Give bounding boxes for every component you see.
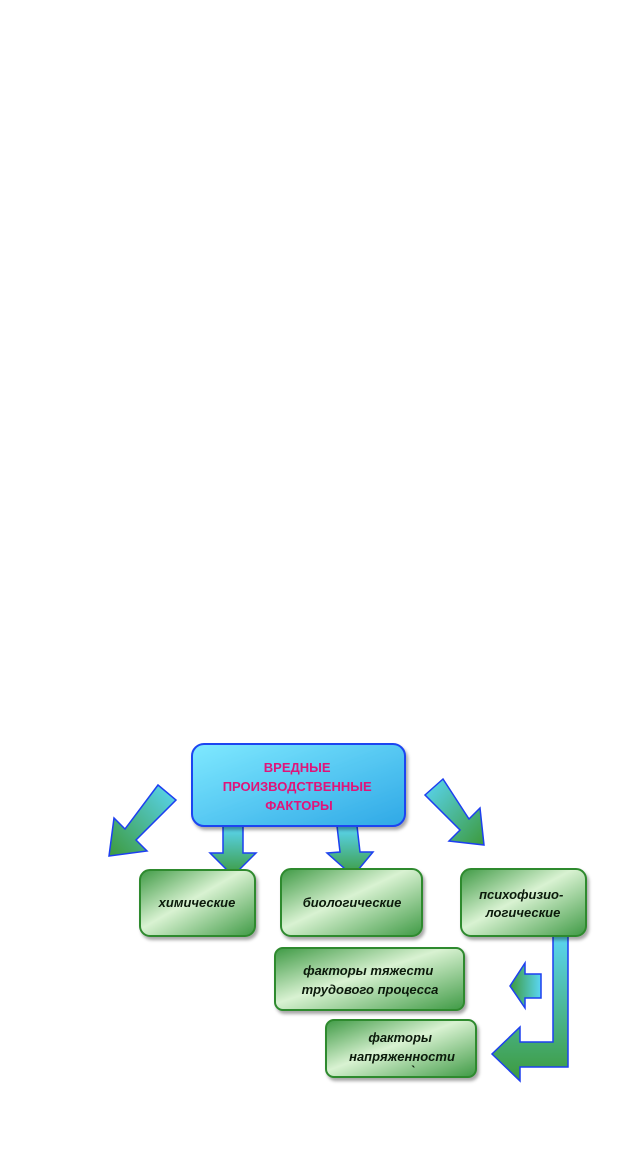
box-severity-label: факторы тяжести трудового процесса xyxy=(302,963,439,997)
arrow-down-left xyxy=(108,783,178,857)
box-chemical-line: химические xyxy=(158,895,236,910)
box-chemical-label: химические xyxy=(158,895,236,910)
box-chemical xyxy=(139,869,256,937)
arrow-left-small xyxy=(509,960,542,1011)
box-severity-line: трудового процесса xyxy=(302,982,439,997)
box-biological-line: биологические xyxy=(303,895,402,910)
top-box-line: ФАКТОРЫ xyxy=(265,798,333,813)
arrow-down-right xyxy=(423,777,485,846)
top-box-label: ВРЕДНЫЕ ПРОИЗВОДСТВЕННЫЕ ФАКТОРЫ xyxy=(223,760,376,813)
box-tension-label: факторы напряженности xyxy=(349,1030,455,1064)
box-psycho-label: психофизио- логические xyxy=(479,887,567,920)
box-psycho xyxy=(460,868,587,937)
box-tension xyxy=(325,1019,477,1078)
arrow-down-biological xyxy=(325,825,375,878)
top-box-line: ВРЕДНЫЕ xyxy=(264,760,331,775)
box-biological xyxy=(280,868,423,937)
arrow-l-shaped xyxy=(490,933,569,1083)
box-psycho-line: психофизио- xyxy=(479,887,563,902)
box-severity-line: факторы тяжести xyxy=(303,963,433,978)
box-psycho-line: логические xyxy=(485,905,561,920)
arrow-down-chemical xyxy=(208,825,258,878)
top-box-line: ПРОИЗВОДСТВЕННЫЕ xyxy=(223,779,372,794)
top-box xyxy=(191,743,406,827)
box-biological-label: биологические xyxy=(303,895,402,910)
box-severity xyxy=(274,947,465,1011)
box-tension-line: факторы xyxy=(368,1030,432,1045)
box-tension-line: напряженности xyxy=(349,1049,455,1064)
stray-mark: ` xyxy=(410,1063,415,1078)
